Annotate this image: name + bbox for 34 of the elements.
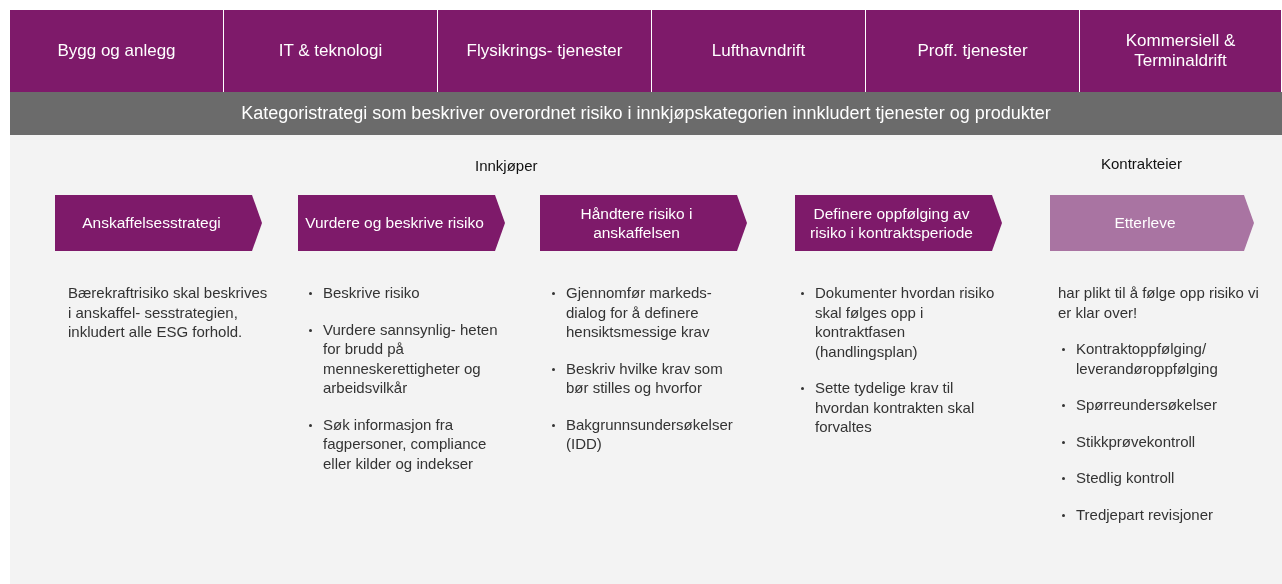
chevron-step — [298, 195, 505, 251]
step-label: Etterleve — [1113, 213, 1177, 234]
list-item-text: Søk informasjon fra fagpersoner, compliance eller kilder og indekser — [323, 414, 488, 473]
step-label: Anskaffelsesstrategi — [81, 213, 222, 234]
list-item-text: Vurdere sannsynlig- heten for brudd på menneskerettigheter og arbeidsvilkår — [323, 319, 499, 398]
list-item-text: Bakgrunnsundersøkelser (IDD) — [566, 414, 734, 454]
step-label: Definere oppfølging av risiko i kontraktsperiode — [809, 203, 974, 243]
list-item-text: Dokumenter hvordan risiko skal følges opp i kontraktfasen (handlingsplan) — [815, 283, 996, 361]
list-item-text: Sette tydelige krav til hvordan kontrakten skal forvaltes — [815, 378, 976, 437]
category-header: Flysikrings- tjenester — [438, 10, 652, 92]
chevron-step — [795, 195, 1002, 251]
category-header: Bygg og anlegg — [10, 10, 224, 92]
step-label: Vurdere og beskrive risiko — [304, 213, 485, 234]
chevron-step — [1050, 195, 1254, 251]
list-item-text: Spørreundersøkelser — [1076, 395, 1217, 415]
description-text: har plikt til å følge opp risiko vi er klar over! — [1058, 283, 1260, 322]
category-header: Kommersiell & Terminaldrift — [1080, 10, 1282, 92]
category-header: IT & teknologi — [224, 10, 438, 92]
list-item-text: Tredjepart revisjoner — [1076, 504, 1213, 524]
chevron-step — [55, 195, 262, 251]
list-item-text: Beskrive risiko — [323, 283, 420, 303]
chevron-step — [540, 195, 747, 251]
category-header: Proff. tjenester — [866, 10, 1080, 92]
strategy-banner: Kategoristrategi som beskriver overordnet risiko i innkjøpskategorien innkludert tjenester og produkter — [10, 92, 1282, 135]
category-header: Lufthavndrift — [652, 10, 866, 92]
description-text: Bærekraftrisiko skal beskrives i anskaffel- sesstrategien, inkludert alle ESG forhold. — [68, 283, 268, 342]
list-item-text: Kontraktoppfølging/ leverandøroppfølging — [1076, 339, 1219, 378]
list-item-text: Gjennomfør markeds- dialog for å definere hensiktsmessige krav — [566, 283, 713, 342]
role-heading: Kontrakteier — [1101, 155, 1182, 172]
role-heading: Innkjøper — [475, 157, 538, 174]
list-item-text: Beskriv hvilke krav som bør stilles og hvorfor — [566, 358, 724, 398]
list-item-text: Stedlig kontroll — [1076, 468, 1175, 488]
step-label: Håndtere risiko i anskaffelsen — [579, 203, 694, 243]
list-item-text: Stikkprøvekontroll — [1076, 431, 1196, 451]
